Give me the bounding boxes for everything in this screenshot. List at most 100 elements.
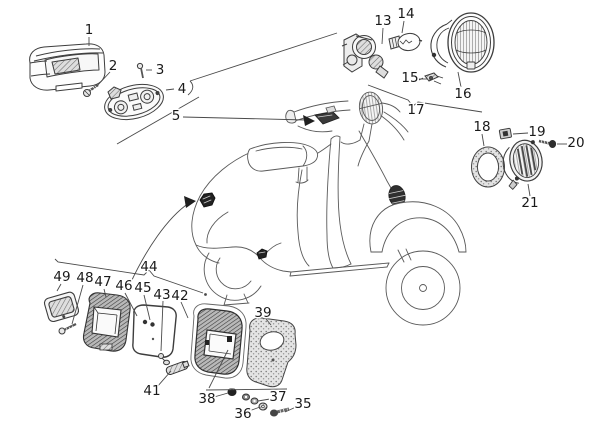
part-49-reflector-plate: [43, 291, 80, 323]
leader-line-37: [257, 398, 271, 402]
callout-label-38: 38: [198, 391, 215, 407]
part-39-panel-gasket: [246, 317, 297, 388]
callout-label-21: 21: [521, 195, 538, 211]
body-emblem-floor: [256, 248, 268, 260]
leader-line-41: [156, 370, 172, 388]
callout-label-47: 47: [94, 274, 111, 290]
scooter-illustration: [191, 91, 467, 326]
front-fender: [369, 201, 467, 253]
leader-line-43: [160, 300, 164, 352]
leader-line-49: [56, 283, 62, 292]
connector-brace-44: [54, 258, 204, 294]
callout-label-39: 39: [254, 305, 271, 321]
callout-label-14: 14: [397, 6, 414, 22]
part-15-pilot-bulb-clip: [418, 72, 444, 85]
emblem-arrowhead: [184, 196, 196, 208]
leader-line-47: [103, 288, 107, 298]
part-46-door-gasket: [132, 304, 177, 358]
connector-end-dot: [204, 293, 207, 296]
part-42-side-cowl-door: [190, 303, 247, 379]
callout-label-2: 2: [109, 58, 118, 74]
rear-wheel: [203, 252, 262, 306]
callout-label-13: 13: [374, 13, 391, 29]
callout-label-17: 17: [407, 102, 424, 118]
part-37-washers: [242, 393, 259, 405]
rear-body: [191, 151, 310, 273]
leader-line-39: [265, 318, 272, 326]
callout-label-49: 49: [53, 269, 70, 285]
callout-label-1: 1: [85, 22, 94, 38]
part-20-screw: [538, 139, 557, 148]
legshield: [317, 135, 352, 269]
front-fork: [397, 248, 412, 263]
switch-arrowhead: [303, 115, 315, 126]
part-35-bolt: [270, 407, 290, 417]
connector-harness-line-upper: [189, 32, 338, 82]
part-47-glovebox-door: [82, 292, 131, 352]
part-21-tail-lamp-lens: [502, 139, 543, 191]
callout-label-48: 48: [76, 270, 93, 286]
part-4-tail-lamp-base-plate: [104, 83, 164, 121]
leader-line-16: [457, 71, 462, 88]
callout-label-5: 5: [172, 108, 181, 124]
callout-label-42: 42: [171, 288, 188, 304]
part-19-clip: [498, 127, 512, 140]
callout-label-15: 15: [401, 70, 418, 86]
part-16-headlamp-unit: [430, 12, 495, 73]
callout-label-18: 18: [473, 119, 490, 135]
part-3-screw: [136, 62, 144, 79]
floorboard: [289, 262, 390, 277]
callout-label-3: 3: [156, 62, 165, 78]
body-emblem-front: [199, 192, 216, 208]
callout-label-43: 43: [153, 287, 170, 303]
leader-line-19: [512, 132, 529, 135]
front-wheel: [385, 250, 461, 326]
part-43-screw-washer: [158, 353, 170, 366]
leader-line-21: [527, 183, 531, 197]
callout-label-35: 35: [294, 396, 311, 412]
part-2-screw: [83, 84, 99, 97]
part-14-bulb: [388, 32, 423, 52]
part-1-tail-lamp-housing: [29, 43, 106, 92]
leader-line-13: [381, 27, 384, 45]
leader-line-4: [165, 88, 175, 91]
part-45-screws: [142, 319, 155, 327]
handlebar-headlamp: [358, 91, 384, 125]
callout-label-36: 36: [234, 406, 251, 422]
part-36-washer: [258, 402, 268, 411]
callout-label-20: 20: [567, 135, 584, 151]
callout-label-45: 45: [134, 280, 151, 296]
leader-line-14: [401, 20, 405, 34]
leader-line-38: [213, 392, 229, 398]
callout-label-19: 19: [528, 124, 545, 140]
connector-harness-line-lower: [116, 96, 200, 145]
leader-line-2: [96, 71, 111, 87]
callout-label-41: 41: [143, 383, 160, 399]
connector-bracket-hardware-d: [208, 349, 229, 389]
light-switch: [314, 105, 340, 125]
leader-line-48: [71, 284, 84, 325]
connector-bracket-hardware-h: [205, 388, 288, 391]
part-13-bulb-holder-assembly: [341, 33, 389, 79]
leader-line-46: [124, 292, 138, 317]
connector-bracket-17: [367, 84, 483, 113]
callout-label-16: 16: [454, 86, 471, 102]
connector-harness-line-switch: [182, 116, 307, 121]
part-41-latch-handle: [165, 360, 190, 376]
callout-label-44: 44: [140, 259, 157, 275]
connector-harness-arc: [187, 80, 194, 96]
saddle-seat: [247, 142, 319, 184]
part-18-gasket-ring: [471, 146, 505, 188]
callout-label-37: 37: [269, 389, 286, 405]
connector-arrow-44-curve: [130, 202, 190, 283]
leader-line-18: [481, 133, 485, 147]
callout-label-4: 4: [178, 81, 187, 97]
leader-line-45: [143, 294, 151, 321]
leader-line-42: [180, 301, 189, 319]
part-48-screw: [58, 323, 77, 335]
leader-line-36: [248, 406, 261, 412]
callout-label-46: 46: [115, 278, 132, 294]
